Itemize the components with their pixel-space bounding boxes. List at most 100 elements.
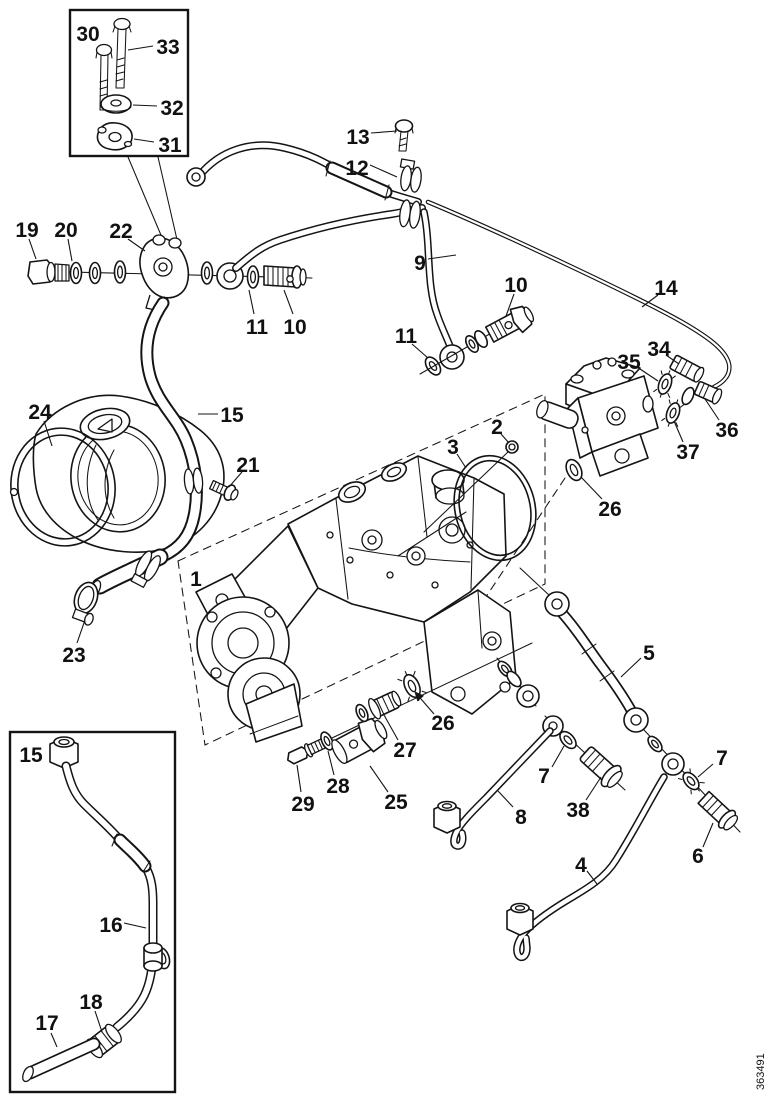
leader-line-28 <box>327 750 335 776</box>
inset-locator-line <box>157 156 179 245</box>
leader-line-18 <box>94 1010 103 1033</box>
callout-label-2-23: 2 <box>491 416 503 439</box>
leader-line-10 <box>505 293 515 317</box>
upper-hose-group <box>186 119 732 390</box>
leader-line-7 <box>697 763 714 778</box>
leader-line-7 <box>551 745 565 768</box>
leader-line-25 <box>369 765 389 793</box>
callout-label-6-38: 6 <box>692 845 704 868</box>
leader-line-8 <box>497 790 514 808</box>
callout-label-17-42: 17 <box>35 1012 58 1035</box>
leader-line-35 <box>636 366 659 382</box>
leader-line-24 <box>43 420 53 447</box>
flange-31-illustration <box>96 122 133 151</box>
callout-label-10-10: 10 <box>504 274 527 297</box>
leader-line-4 <box>586 870 598 885</box>
pump-dashed-outline <box>177 393 546 746</box>
leader-line-14 <box>641 294 659 308</box>
drawing-number: 363491 <box>755 1053 767 1090</box>
leader-line-3 <box>456 453 467 469</box>
fitting-27-illustration <box>368 690 402 720</box>
clamp-23-illustration <box>71 581 99 626</box>
oring-3-illustration <box>397 440 537 562</box>
hose-5-group <box>496 567 741 833</box>
valve-block-group <box>536 354 723 482</box>
callout-label-16-40: 16 <box>99 914 122 937</box>
callout-label-14-11: 14 <box>654 277 678 300</box>
leader-line-38 <box>585 776 602 801</box>
callout-label-11-12: 11 <box>395 325 418 348</box>
callout-label-12-5: 12 <box>345 157 368 180</box>
leader-line-6 <box>702 822 714 848</box>
leader-line-11 <box>248 289 255 315</box>
screw-21-illustration <box>208 479 239 501</box>
callout-label-10-14: 10 <box>283 316 306 339</box>
callout-label-3-24: 3 <box>447 436 459 459</box>
fitting-36-illustration <box>693 380 723 405</box>
callout-label-27-29: 27 <box>393 739 416 762</box>
callout-label-31-3: 31 <box>158 134 182 157</box>
inset-box-hose-assembly <box>8 730 177 1094</box>
callout-label-15-39: 15 <box>19 744 43 767</box>
callout-label-32-2: 32 <box>160 97 183 120</box>
leader-line-27 <box>383 714 399 741</box>
leader-line-31 <box>133 138 155 143</box>
leader-line-10 <box>283 289 294 315</box>
leader-line-11 <box>411 343 429 359</box>
pipe-4-illustration <box>506 773 668 962</box>
leader-line-36 <box>704 398 720 421</box>
bolt-13-illustration <box>394 119 414 152</box>
callout-label-23-26: 23 <box>62 644 85 667</box>
leader-line-33 <box>127 45 154 51</box>
callout-label-37-18: 37 <box>676 441 699 464</box>
leader-line-16 <box>123 922 147 929</box>
callout-label-34-15: 34 <box>647 338 671 361</box>
leader-line-13 <box>370 130 398 134</box>
callout-label-11-13: 11 <box>246 316 269 339</box>
pump-illustration <box>195 455 517 743</box>
leader-line-37 <box>673 420 684 443</box>
callout-label-13-4: 13 <box>346 126 369 149</box>
callout-label-4-37: 4 <box>575 854 587 877</box>
callout-label-36-17: 36 <box>715 419 738 442</box>
bolt-6-illustration <box>697 790 739 831</box>
leader-line-17 <box>50 1032 58 1048</box>
callout-label-19-6: 19 <box>15 219 38 242</box>
washer-32-illustration <box>100 94 132 114</box>
inset-box-mounting-hardware <box>68 8 190 158</box>
fitting-25-illustration <box>331 717 388 764</box>
leader-line-5 <box>620 657 642 678</box>
leader-line-20 <box>67 238 73 262</box>
callout-label-28-30: 28 <box>326 775 350 798</box>
callout-label-5-27: 5 <box>643 642 655 665</box>
callout-label-25-31: 25 <box>384 791 408 814</box>
callout-label-26-28: 26 <box>431 712 454 735</box>
callout-label-21-22: 21 <box>236 454 260 477</box>
fitting-34-illustration <box>669 354 705 383</box>
leader-line-23 <box>76 619 86 644</box>
callout-label-8-36: 8 <box>515 806 527 829</box>
leader-line-34 <box>665 354 680 365</box>
leader-line-2 <box>500 433 510 444</box>
leader-line-12 <box>369 164 398 178</box>
callout-label-29-32: 29 <box>291 793 314 816</box>
callout-label-20-7: 20 <box>54 219 77 242</box>
callout-label-9-9: 9 <box>414 252 426 275</box>
callout-label-24-20: 24 <box>28 401 52 424</box>
callout-label-18-41: 18 <box>79 991 103 1014</box>
pipe-8-illustration <box>433 727 554 850</box>
leader-line-19 <box>28 238 37 260</box>
leader-line-22 <box>127 238 146 252</box>
callout-label-38-35: 38 <box>566 799 590 822</box>
callout-label-1-25: 1 <box>190 568 202 591</box>
hose-15-group <box>71 296 239 626</box>
callout-label-7-34: 7 <box>716 747 728 770</box>
leader-line-21 <box>228 471 243 488</box>
callout-label-26-19: 26 <box>598 498 621 521</box>
callout-label-35-16: 35 <box>617 351 641 374</box>
callout-label-33-1: 33 <box>156 36 179 59</box>
leader-line-32 <box>132 104 158 107</box>
